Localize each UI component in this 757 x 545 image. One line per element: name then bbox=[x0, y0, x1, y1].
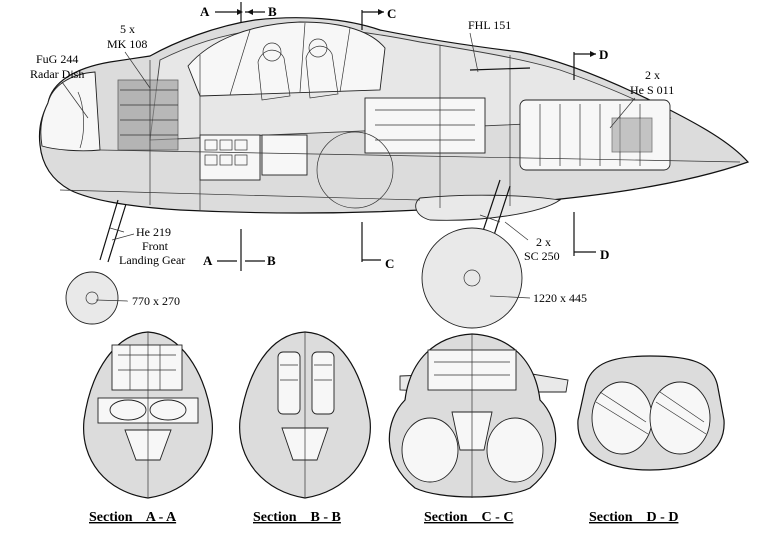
front-landing-gear bbox=[65, 199, 127, 325]
svg-text:MK 108: MK 108 bbox=[107, 37, 147, 51]
section-a-a bbox=[83, 331, 213, 499]
svg-text:B: B bbox=[267, 253, 276, 268]
svg-text:A: A bbox=[200, 4, 210, 19]
side-view bbox=[38, 17, 750, 221]
svg-text:Radar Dish: Radar Dish bbox=[30, 67, 84, 81]
label-front-wheel: 770 x 270 bbox=[95, 294, 180, 308]
crew-seat-front bbox=[257, 49, 291, 101]
section-b-b bbox=[239, 331, 371, 499]
cut-marker-d-bottom: D bbox=[573, 212, 609, 262]
main-landing-gear bbox=[421, 179, 523, 329]
section-title-c: Section C - C bbox=[424, 510, 513, 525]
label-main-wheel: 1220 x 445 bbox=[489, 291, 587, 305]
equipment-blocks bbox=[199, 97, 486, 181]
svg-text:2 x: 2 x bbox=[645, 68, 660, 82]
engine-bay bbox=[519, 99, 671, 171]
svg-text:Front: Front bbox=[142, 239, 169, 253]
crew-seat-rear bbox=[305, 45, 339, 99]
svg-text:770 x 270: 770 x 270 bbox=[132, 294, 180, 308]
svg-text:A: A bbox=[203, 253, 213, 268]
section-title-b: Section B - B bbox=[253, 510, 341, 525]
svg-text:5 x: 5 x bbox=[120, 22, 135, 36]
main-wheel bbox=[421, 227, 523, 329]
label-cannons: 5 x MK 108 bbox=[107, 22, 151, 89]
svg-text:B: B bbox=[268, 4, 277, 19]
svg-text:He S 011: He S 011 bbox=[630, 83, 674, 97]
section-c-c bbox=[388, 333, 569, 498]
svg-text:C: C bbox=[385, 256, 394, 271]
svg-text:D: D bbox=[599, 47, 608, 62]
cut-marker-a-bottom: A B bbox=[203, 229, 276, 271]
svg-text:FuG 244: FuG 244 bbox=[36, 52, 78, 66]
svg-text:2 x: 2 x bbox=[536, 235, 551, 249]
section-d-d bbox=[577, 355, 725, 471]
svg-text:Landing Gear: Landing Gear bbox=[119, 253, 185, 267]
svg-text:D: D bbox=[600, 247, 609, 262]
label-fhl: FHL 151 bbox=[468, 18, 511, 73]
label-bombs: 2 x SC 250 bbox=[504, 221, 560, 263]
bomb-pod bbox=[415, 194, 562, 221]
cannon-bay bbox=[117, 79, 179, 151]
label-radar: FuG 244 Radar Dish bbox=[30, 52, 89, 119]
svg-text:C: C bbox=[387, 6, 396, 21]
front-wheel bbox=[65, 271, 119, 325]
tail-gun-barrel bbox=[469, 67, 531, 71]
section-title-a: Section A - A bbox=[89, 510, 177, 525]
svg-text:SC 250: SC 250 bbox=[524, 249, 560, 263]
svg-text:He 219: He 219 bbox=[136, 225, 171, 239]
cut-marker-c-top: C bbox=[361, 6, 396, 30]
label-front-gear: He 219 Front Landing Gear bbox=[111, 225, 185, 267]
svg-text:1220 x 445: 1220 x 445 bbox=[533, 291, 587, 305]
cut-marker-c-bottom: C bbox=[361, 222, 394, 271]
radome bbox=[40, 71, 101, 152]
svg-text:FHL 151: FHL 151 bbox=[468, 18, 511, 32]
section-title-d: Section D - D bbox=[589, 510, 678, 525]
cut-marker-a-top: A B bbox=[200, 2, 277, 22]
main-wheel-well bbox=[316, 131, 394, 209]
cut-marker-d-top: D bbox=[573, 47, 608, 80]
radar-dish bbox=[77, 91, 84, 149]
label-engines: 2 x He S 011 bbox=[609, 68, 674, 129]
